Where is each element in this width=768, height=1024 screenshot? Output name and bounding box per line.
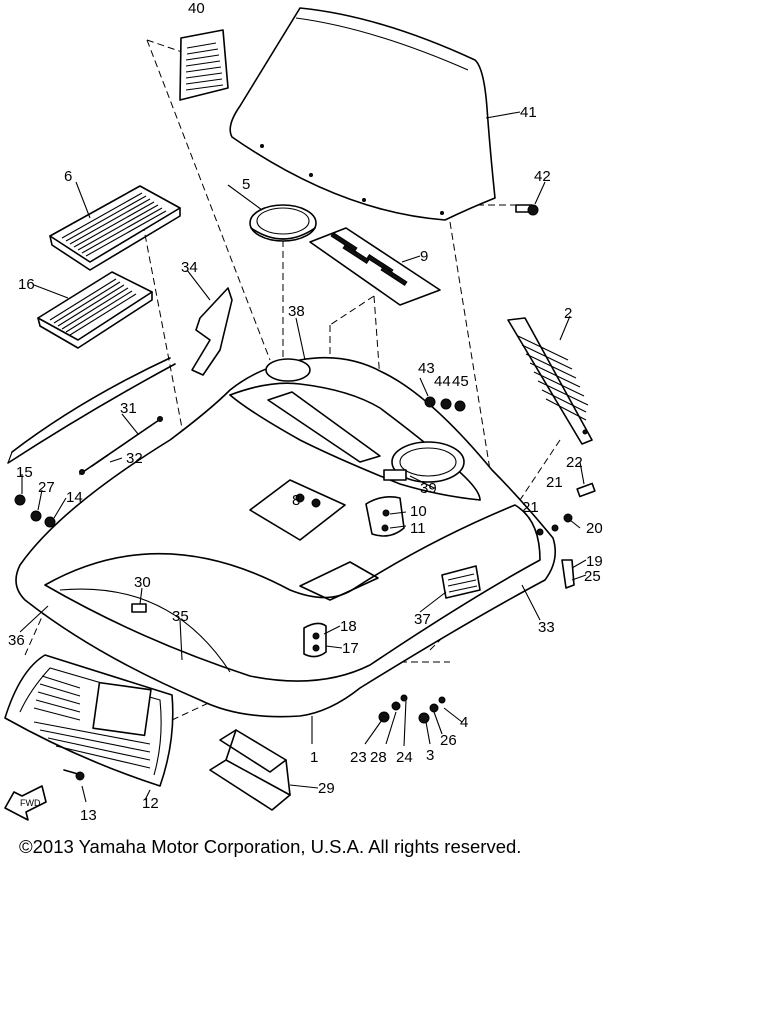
callout-13: 13 [80, 807, 97, 824]
callout-32: 32 [126, 450, 143, 467]
callout-31: 31 [120, 400, 137, 417]
side-grille-2[interactable] [507, 317, 593, 445]
top-grille-9[interactable] [309, 227, 441, 306]
callout-37: 37 [414, 611, 431, 628]
callout-30: 30 [134, 574, 151, 591]
callout-21-upper: 21 [546, 474, 563, 491]
bracket-29[interactable] [209, 729, 291, 811]
callout-4: 4 [460, 714, 468, 731]
callout-25: 25 [584, 568, 601, 585]
round-cap-5[interactable] [249, 204, 317, 242]
callout-20: 20 [586, 520, 603, 537]
copyright-notice: ©2013 Yamaha Motor Corporation, U.S.A. A… [19, 836, 522, 857]
callout-11: 11 [410, 520, 426, 537]
label-sticker-40[interactable] [179, 29, 229, 101]
callout-41: 41 [520, 104, 537, 121]
callout-10: 10 [410, 503, 427, 520]
label-37[interactable] [441, 565, 481, 599]
callout-34: 34 [181, 259, 198, 276]
callout-39: 39 [420, 480, 437, 497]
callout-15: 15 [16, 464, 33, 481]
callout-6: 6 [64, 168, 72, 185]
callout-36: 36 [8, 632, 25, 649]
callout-2: 2 [564, 305, 572, 322]
vent-grille-16[interactable] [37, 271, 153, 349]
callout-16: 16 [18, 276, 35, 293]
callout-40: 40 [188, 0, 205, 17]
callout-leaders [19, 111, 587, 803]
callout-22: 22 [566, 454, 583, 471]
callout-21-lower: 21 [522, 499, 539, 516]
hood-1[interactable] [7, 356, 556, 718]
bolt-42[interactable] [515, 204, 539, 216]
callout-23: 23 [350, 749, 367, 766]
callout-5: 5 [242, 176, 250, 193]
callout-8: 8 [292, 492, 300, 509]
callout-19: 19 [586, 553, 603, 570]
headlight-housing-12[interactable] [4, 654, 174, 787]
callout-38: 38 [288, 303, 305, 320]
callout-28: 28 [370, 749, 387, 766]
svg-text:FWD: FWD [20, 798, 41, 808]
callout-26: 26 [440, 732, 457, 749]
callout-18: 18 [340, 618, 357, 635]
callout-9: 9 [420, 248, 428, 265]
callout-labels: 40 41 42 6 5 9 34 16 2 38 43 44 45 31 32… [8, 0, 603, 824]
callout-3: 3 [426, 747, 434, 764]
windshield-41[interactable] [229, 7, 496, 221]
callout-33: 33 [538, 619, 555, 636]
callout-1: 1 [310, 749, 318, 766]
parts-diagram: FWD [4, 0, 603, 824]
callout-44: 44 [434, 373, 451, 390]
front-direction-arrow: FWD [4, 785, 47, 821]
callout-17: 17 [342, 640, 359, 657]
vent-grille-6[interactable] [49, 185, 181, 271]
callout-29: 29 [318, 780, 335, 797]
callout-42: 42 [534, 168, 551, 185]
cable-31[interactable] [79, 416, 163, 475]
callout-45: 45 [452, 373, 469, 390]
callout-24: 24 [396, 749, 413, 766]
callout-43: 43 [418, 360, 435, 377]
screw-13[interactable] [63, 769, 85, 781]
callout-35: 35 [172, 608, 189, 625]
callout-27: 27 [38, 479, 55, 496]
callout-14: 14 [66, 489, 83, 506]
decal-34[interactable] [191, 287, 233, 376]
callout-12: 12 [142, 795, 159, 812]
